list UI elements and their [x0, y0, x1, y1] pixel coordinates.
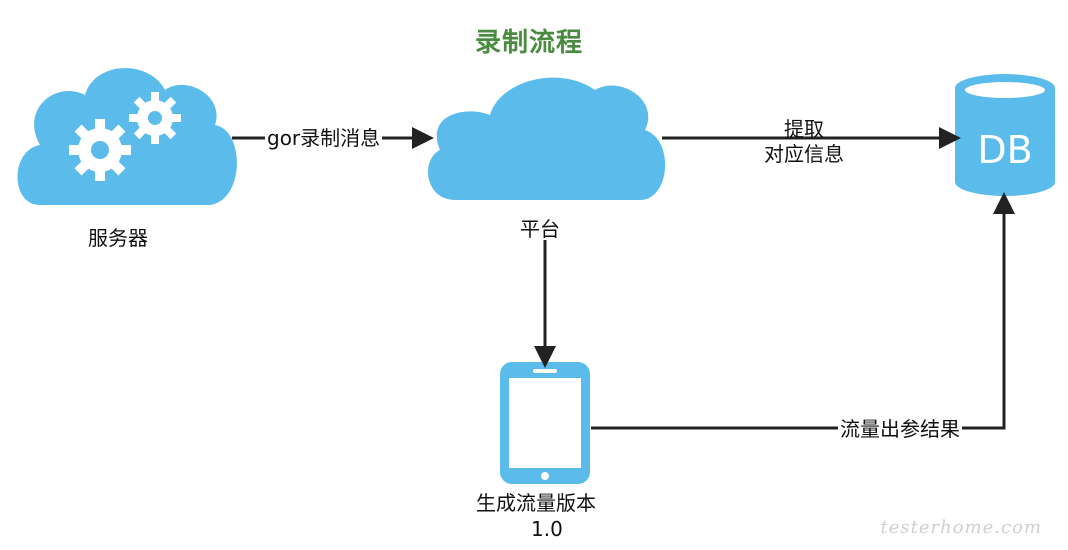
db-label: DB — [977, 128, 1033, 172]
server-label: 服务器 — [88, 226, 148, 250]
phone-label-line2: 1.0 — [531, 517, 563, 541]
edge-label-gor: gor录制消息 — [265, 125, 383, 151]
edge-label-result: 流量出参结果 — [838, 416, 962, 442]
smartphone-icon — [500, 362, 590, 484]
phone-label-line1: 生成流量版本 — [476, 491, 596, 515]
gear-icon — [69, 119, 131, 181]
watermark-text: testerhome.com — [880, 517, 1042, 538]
gear-icon — [129, 92, 181, 144]
server-cloud-icon — [17, 68, 237, 206]
platform-cloud-icon — [428, 77, 666, 200]
platform-label: 平台 — [520, 217, 560, 241]
arrow-phone-to-db — [591, 192, 1015, 430]
diagram-title: 录制流程 — [474, 28, 583, 58]
database-icon — [955, 74, 1055, 196]
edge-label-extract: 提取 — [784, 117, 824, 141]
edge-label-info: 对应信息 — [764, 142, 844, 166]
